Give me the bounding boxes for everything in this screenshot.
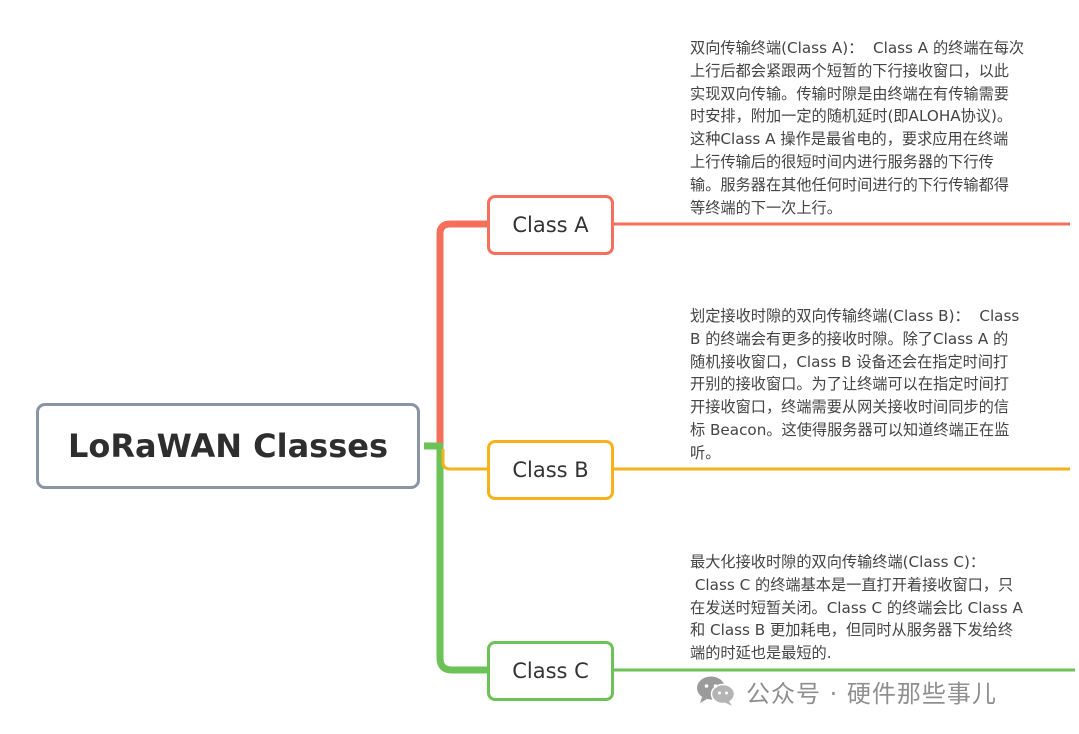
branch-line-class-a (432, 220, 487, 450)
root-node[interactable]: LoRaWAN Classes (36, 403, 420, 489)
node-class-b[interactable]: Class B (487, 440, 614, 500)
node-class-b-label: Class B (512, 458, 589, 482)
branch-line-class-c (424, 442, 487, 674)
watermark-text: 公众号 · 硬件那些事儿 (746, 679, 997, 708)
description-class-a: 双向传输终端(Class A)： Class A 的终端在每次 上行后都会紧跟两… (690, 39, 1025, 217)
branch-line-class-b (441, 449, 487, 471)
root-node-label: LoRaWAN Classes (67, 427, 389, 465)
description-class-b: 划定接收时隙的双向传输终端(Class B)： Class B 的终端会有更多的… (690, 307, 1020, 462)
wechat-icon (697, 676, 736, 706)
node-class-a-label: Class A (512, 213, 589, 237)
node-class-c-label: Class C (512, 659, 589, 683)
description-class-c: 最大化接收时隙的双向传输终端(Class C)： Class C 的终端基本是一… (690, 553, 1023, 663)
node-class-c[interactable]: Class C (487, 641, 614, 701)
watermark: 公众号 · 硬件那些事儿 (696, 673, 997, 709)
node-class-a[interactable]: Class A (487, 195, 614, 255)
